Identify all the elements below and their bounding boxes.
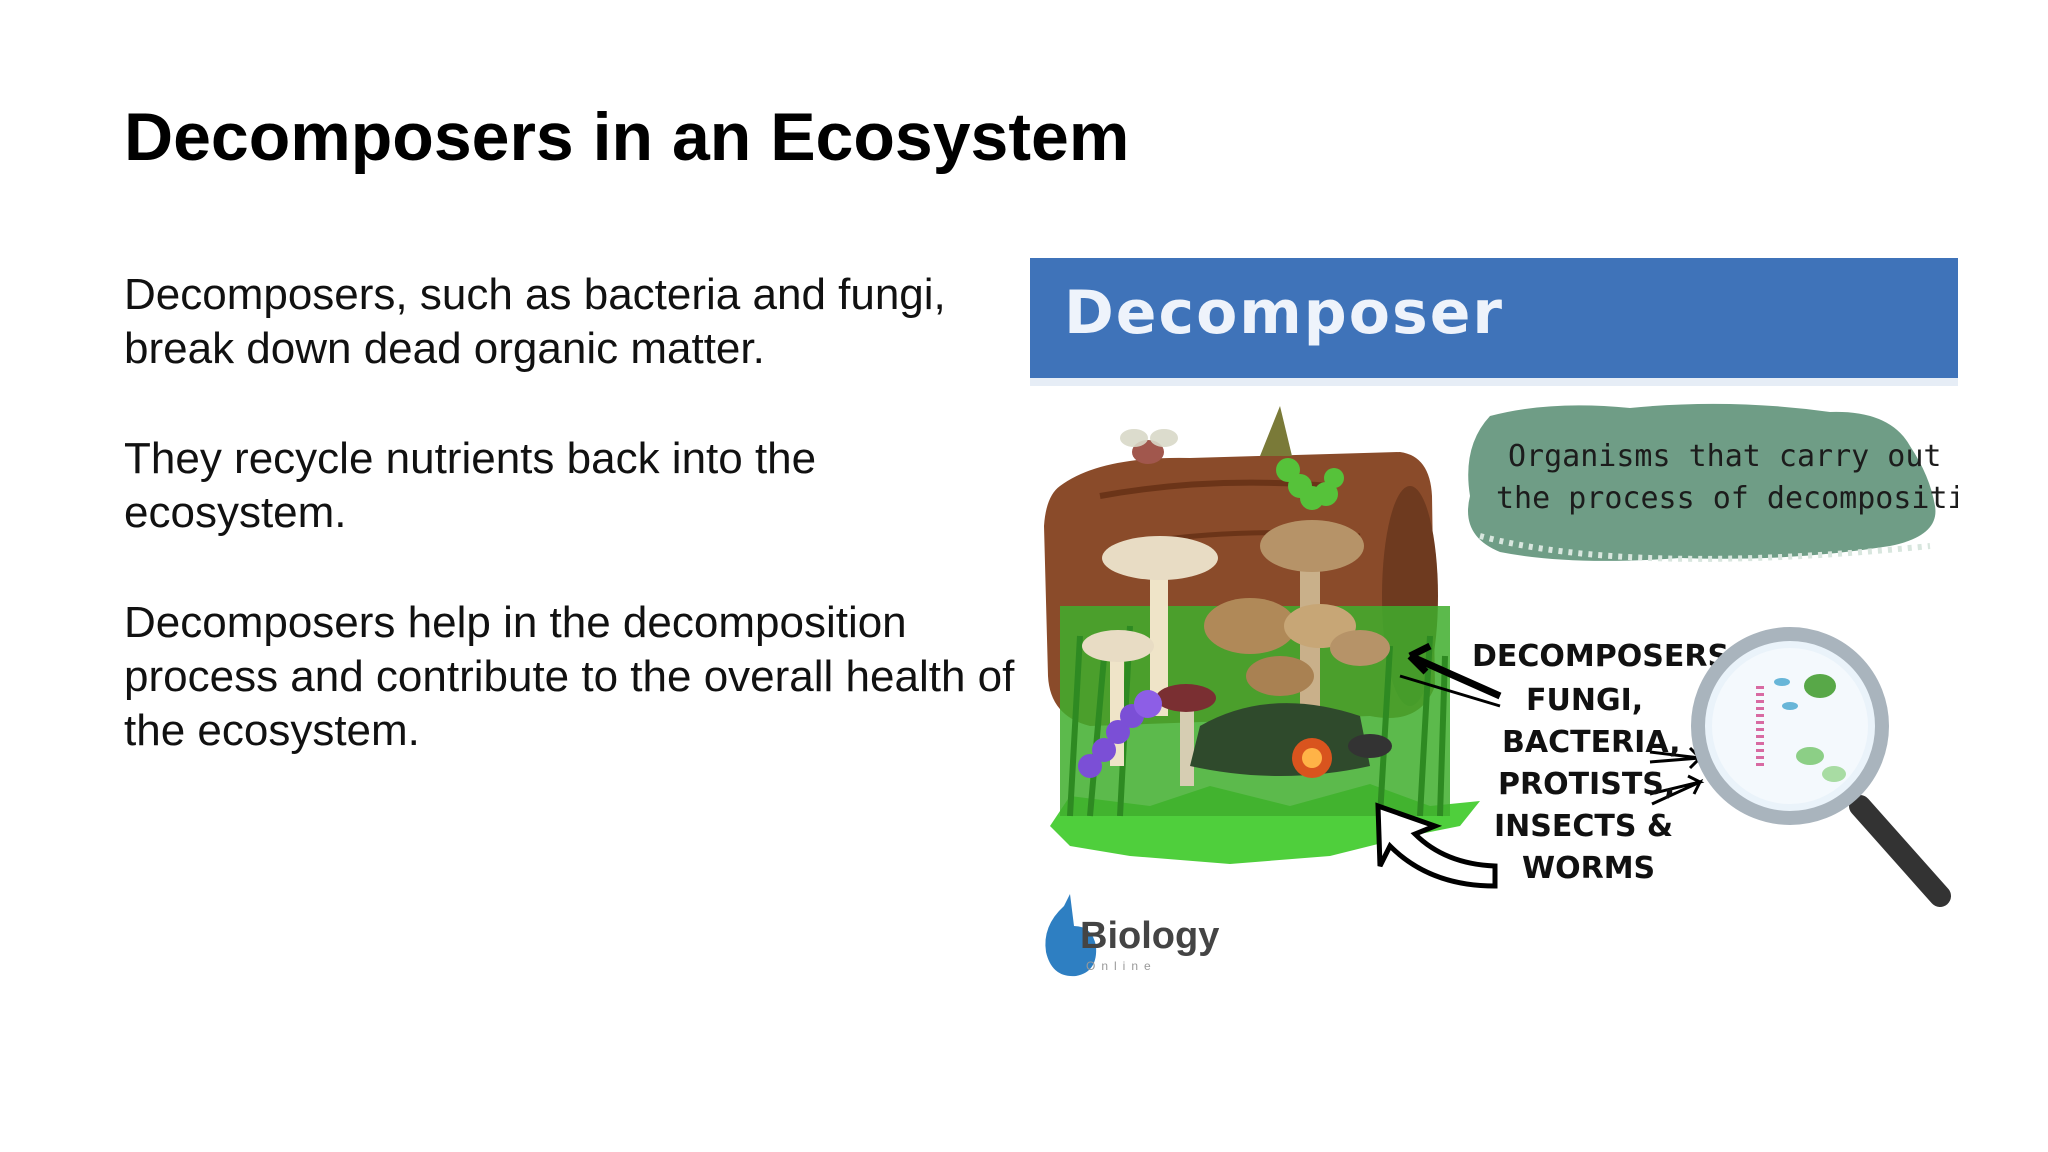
worm-icon xyxy=(1276,458,1344,510)
paragraph-3: Decomposers help in the decomposition pr… xyxy=(124,598,1015,755)
beetle-icon xyxy=(1292,734,1392,778)
decomposer-list: DECOMPOSERS: FUNGI, BACTERIA, PROTISTS, … xyxy=(1472,639,1741,886)
body-text: Decomposers, such as bacteria and fungi,… xyxy=(124,268,1024,814)
figure-banner: Decomposer xyxy=(1030,258,1958,386)
list-item-3: PROTISTS, xyxy=(1498,767,1675,802)
list-heading: DECOMPOSERS: xyxy=(1472,639,1741,674)
figure-banner-title: Decomposer xyxy=(1064,278,1504,348)
paragraph-1: Decomposers, such as bacteria and fungi,… xyxy=(124,270,946,373)
slide-title: Decomposers in an Ecosystem xyxy=(124,99,1130,175)
caterpillar-icon xyxy=(1078,690,1162,778)
biology-online-logo: Biology Online xyxy=(1045,894,1219,977)
list-item-5: WORMS xyxy=(1522,851,1655,886)
definition-line-1: Organisms that carry out xyxy=(1508,439,1941,474)
logo-text: Biology xyxy=(1080,915,1219,957)
fly-icon xyxy=(1120,429,1178,464)
list-item-2: BACTERIA, xyxy=(1502,725,1681,760)
illustration: Organisms that carry out the process of … xyxy=(1044,403,1958,977)
definition-blob: Organisms that carry out the process of … xyxy=(1468,403,1958,562)
decomposer-figure: Decomposer Organisms that carry out the … xyxy=(1030,258,1958,988)
magnifier-icon xyxy=(1691,627,1951,907)
list-item-4: INSECTS & xyxy=(1494,809,1673,844)
arrow-icon xyxy=(1375,642,1705,889)
logo-sub: Online xyxy=(1086,959,1157,973)
definition-line-2: the process of decomposition xyxy=(1496,481,1958,516)
paragraph-2: They recycle nutrients back into the eco… xyxy=(124,434,817,537)
list-item-1: FUNGI, xyxy=(1526,683,1643,718)
